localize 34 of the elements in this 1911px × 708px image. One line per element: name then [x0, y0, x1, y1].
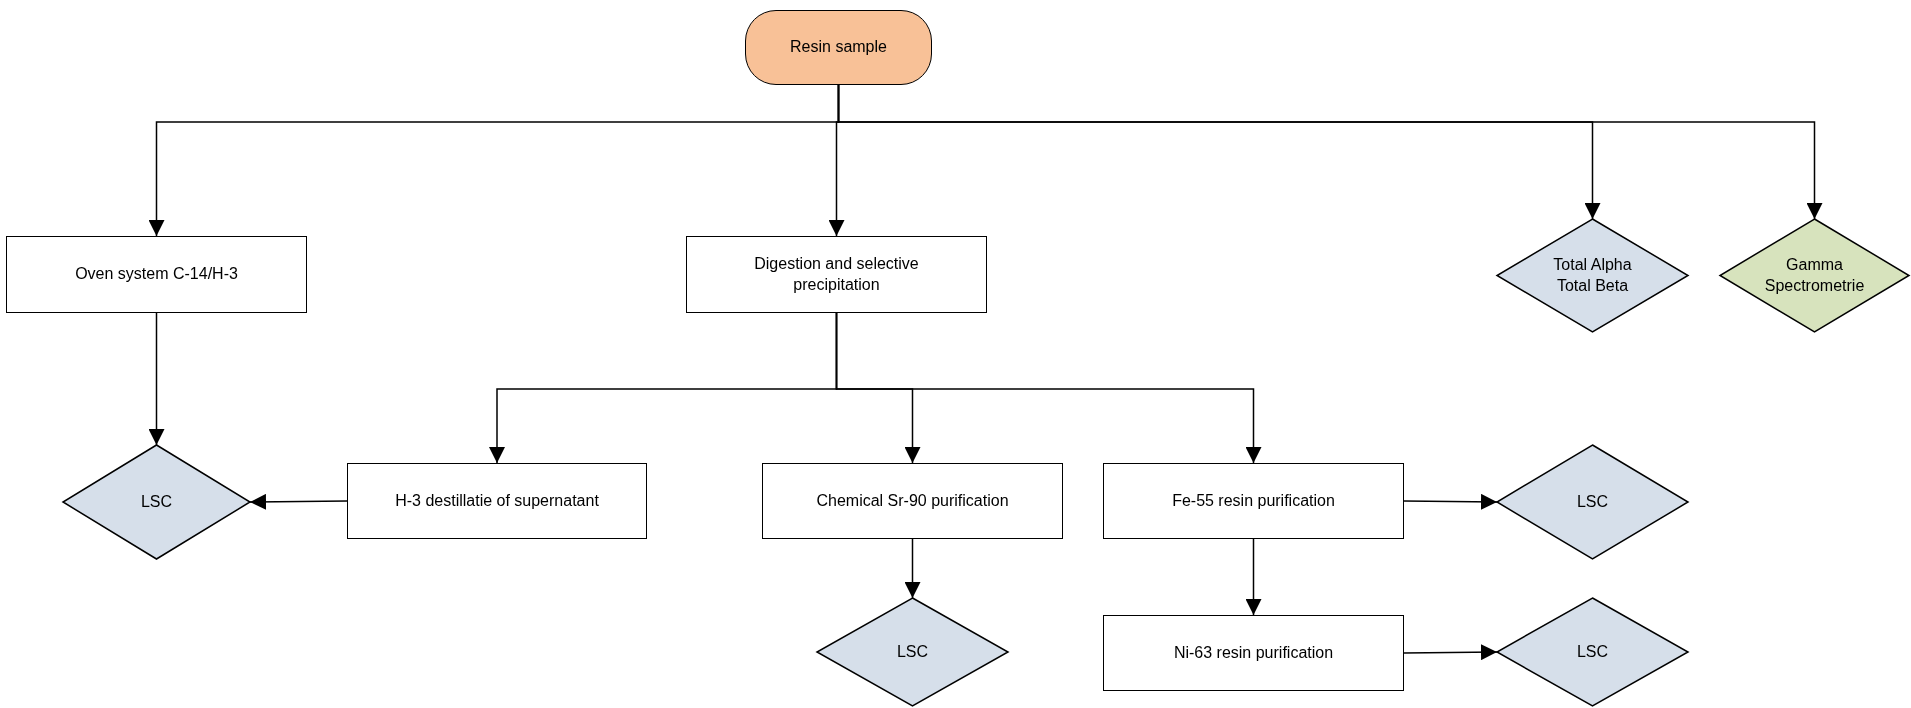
process-box — [1103, 463, 1404, 539]
decision-diamond — [817, 598, 1008, 706]
node-label: LSC — [140, 491, 173, 512]
node-label: Fe-55 resin purification — [1172, 490, 1335, 511]
node-label: Oven system C-14/H-3 — [75, 264, 238, 285]
arrow — [835, 312, 1262, 464]
node-label: Resin sample — [790, 37, 887, 58]
decision-diamond — [1497, 219, 1688, 332]
decision-diamond — [1497, 598, 1688, 706]
start-terminal — [745, 10, 932, 85]
arrow — [837, 84, 1823, 220]
arrow — [1403, 644, 1498, 661]
node-label: Digestion and selective precipitation — [753, 253, 920, 295]
node-label: LSC — [1576, 491, 1609, 512]
node-label: Gamma Spectrometrie — [1763, 254, 1866, 296]
arrow — [1403, 493, 1498, 510]
node-label: Ni-63 resin purification — [1173, 642, 1334, 663]
arrow — [1245, 538, 1262, 616]
process-box — [686, 236, 987, 313]
decision-diamond — [1497, 445, 1688, 559]
arrow — [148, 312, 165, 446]
arrow — [249, 493, 348, 510]
node-label: LSC — [1576, 641, 1609, 662]
process-box — [1103, 615, 1404, 691]
process-box — [762, 463, 1063, 539]
node-label: Chemical Sr-90 purification — [816, 490, 1009, 511]
node-label: Total Alpha Total Beta — [1552, 254, 1633, 296]
node-label: H-3 destillatie of supernatant — [395, 490, 599, 511]
process-box — [6, 236, 307, 313]
arrow — [904, 538, 921, 599]
decision-diamond — [1720, 219, 1909, 332]
node-label: LSC — [896, 641, 929, 662]
decision-diamond — [63, 445, 250, 559]
process-box — [347, 463, 647, 539]
